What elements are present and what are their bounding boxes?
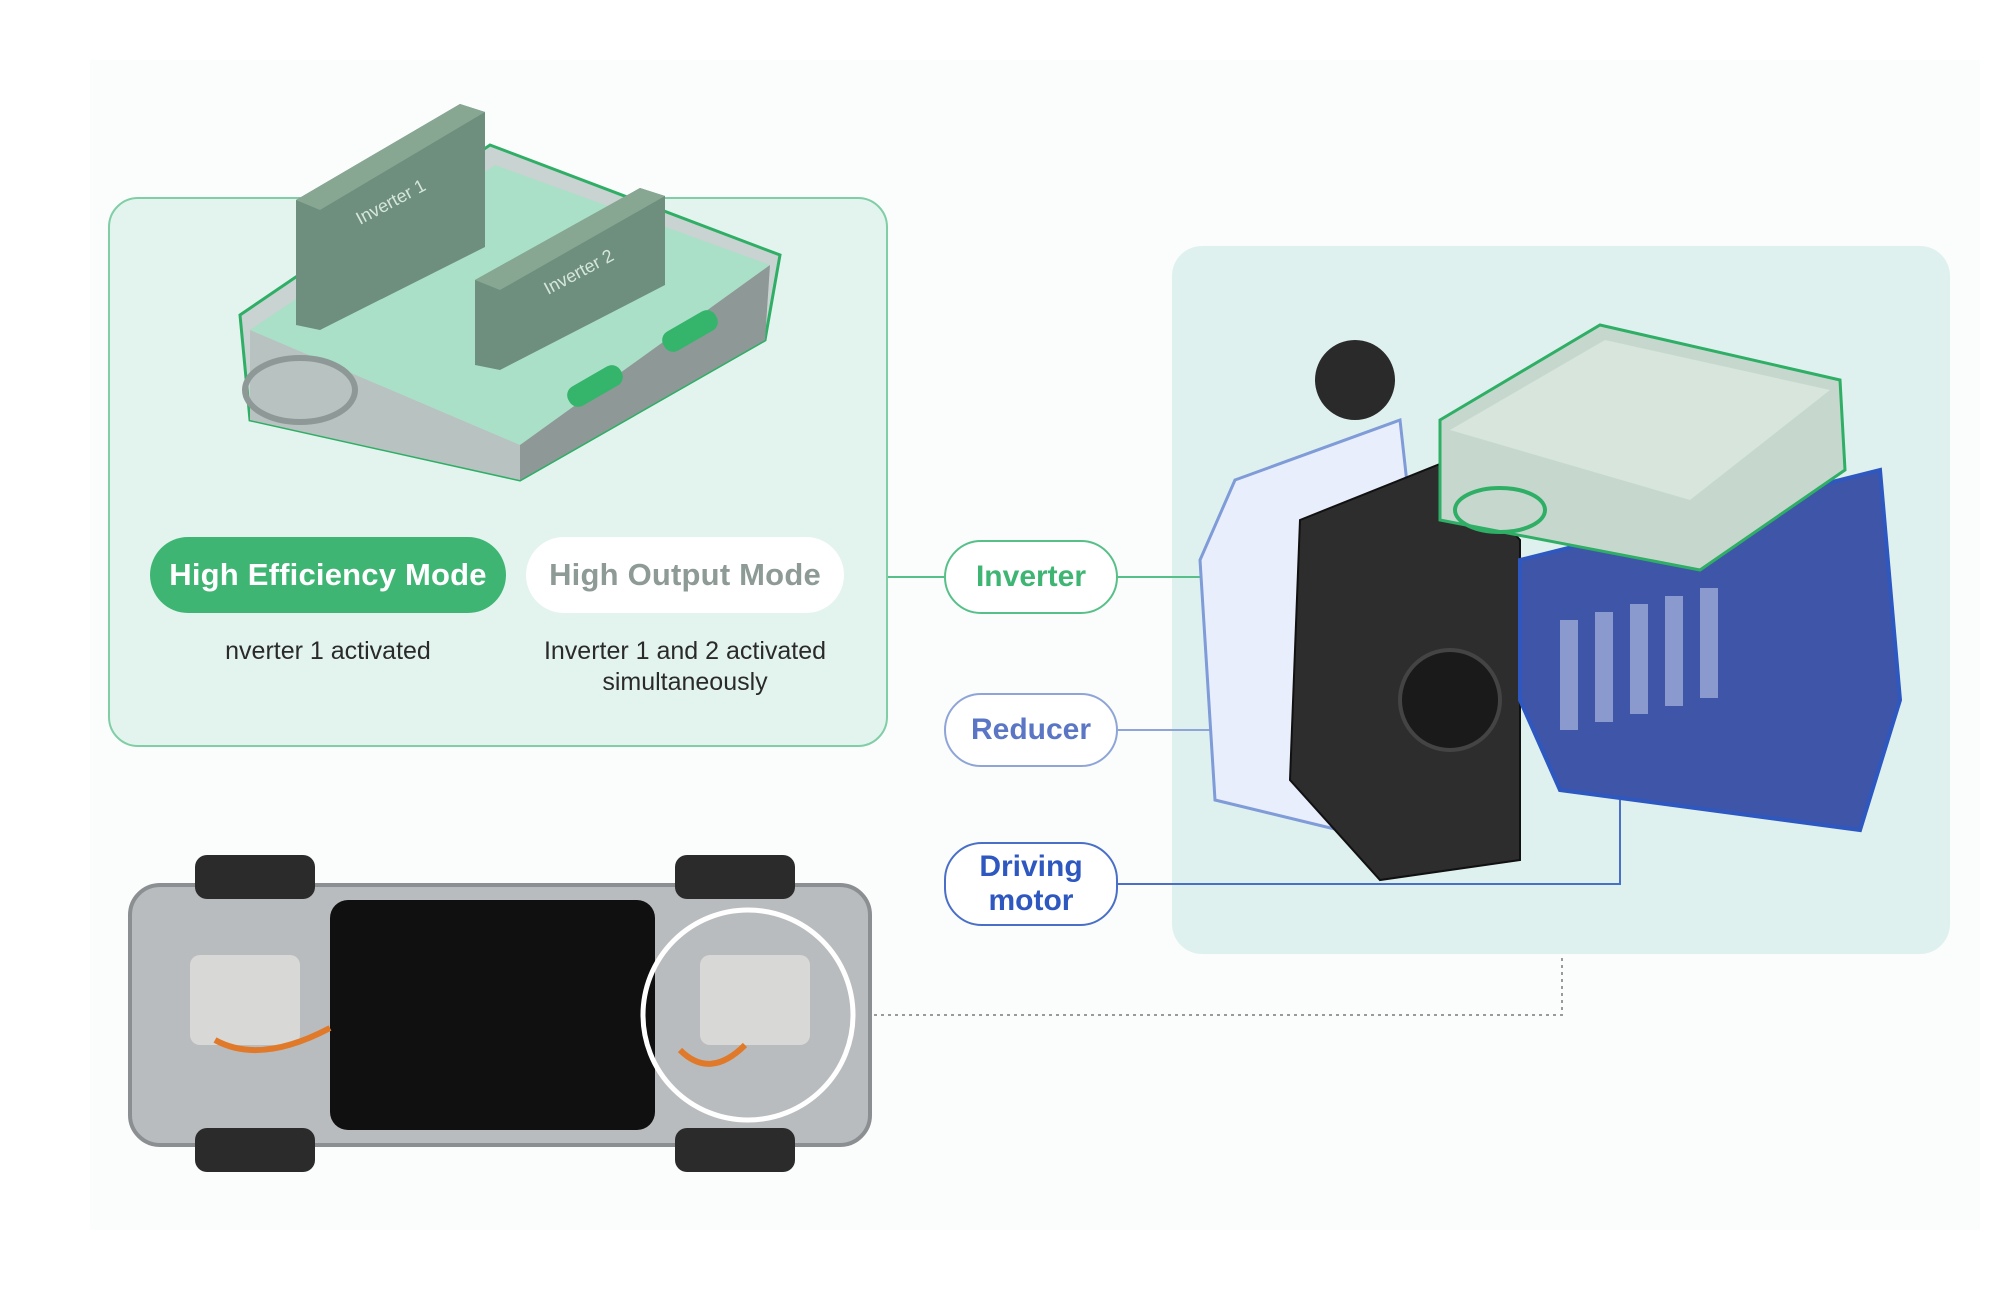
high-efficiency-mode-description: nverter 1 activated: [225, 637, 431, 665]
powertrain-illustration: [1198, 323, 1903, 882]
inverter-label: Inverter: [944, 540, 1118, 614]
driving-motor-label-line-1: Driving: [979, 850, 1083, 883]
driving-motor-label: Driving motor: [944, 842, 1118, 926]
high-output-mode-pill: High Output Mode: [526, 537, 844, 613]
motor-connector: [1118, 800, 1621, 885]
reducer-label: Reducer: [944, 693, 1118, 767]
inverter-2-block: Inverter 2: [475, 188, 665, 370]
driving-motor-label-line-2: motor: [988, 884, 1074, 917]
high-output-mode-description: Inverter 1 and 2 activated simultaneousl…: [506, 636, 864, 698]
chassis-to-powertrain-connector: [860, 955, 1563, 1016]
high-efficiency-mode-pill: High Efficiency Mode: [150, 537, 506, 613]
high-output-description-line-1: Inverter 1 and 2 activated: [543, 637, 827, 665]
inverter-1-block: Inverter 1: [296, 104, 485, 330]
chassis-illustration: [128, 855, 872, 1172]
high-output-description-line-2: simultaneously: [602, 668, 768, 696]
